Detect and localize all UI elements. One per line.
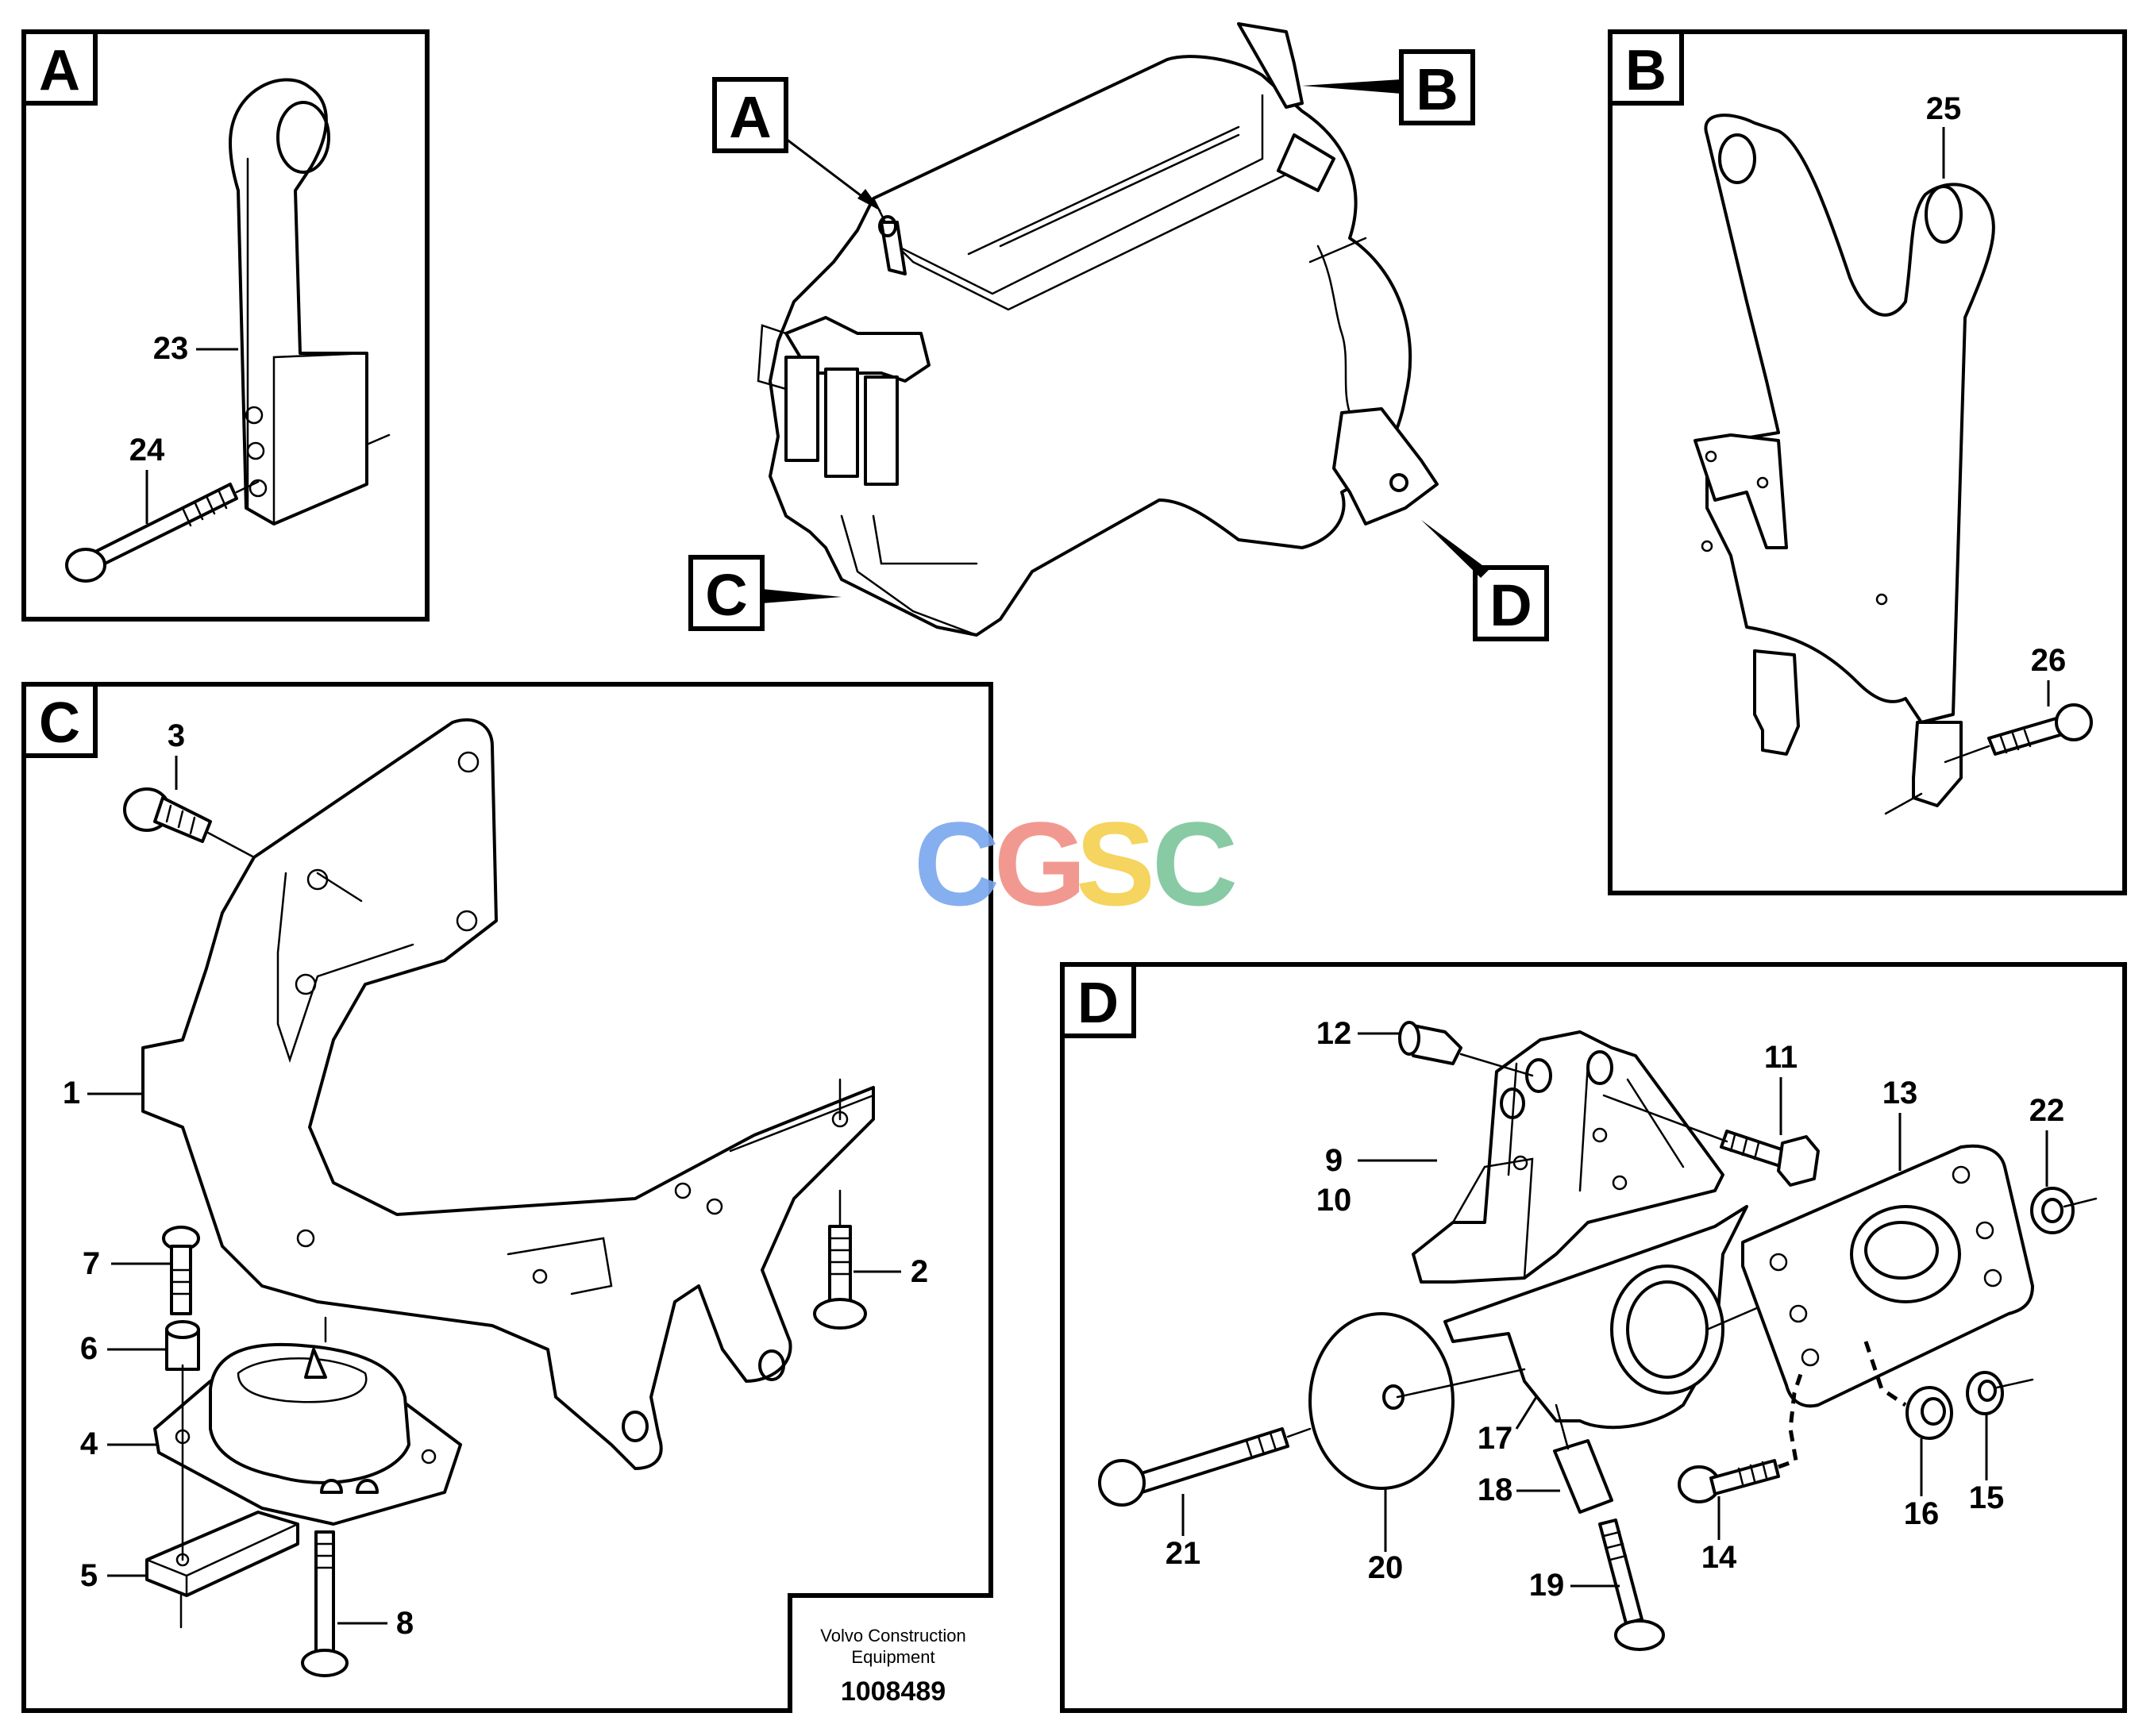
part-number-21: 21 [1166, 1536, 1201, 1571]
panel-c-frame [21, 682, 993, 1713]
rubber-mount-part-4 [153, 1316, 462, 1526]
brand-line-2: Equipment [851, 1647, 934, 1667]
panel-b-tab [1608, 29, 1684, 106]
mount-plate-part-13 [1741, 1144, 2034, 1408]
panel-a-frame [21, 29, 430, 622]
part-number-18: 18 [1478, 1472, 1513, 1507]
part-number-16: 16 [1904, 1496, 1940, 1531]
callout-b: B [1416, 56, 1458, 122]
part-number-15: 15 [1969, 1480, 2005, 1515]
callout-d-box [1473, 565, 1549, 641]
panel-b: B 25 26 [1608, 29, 2127, 895]
diagram-part-number: 1008489 [841, 1676, 946, 1707]
panel-d: D [1060, 962, 2127, 1713]
part-number-11: 11 [1764, 1040, 1798, 1075]
panel-d-tab [1060, 962, 1136, 1038]
part-number-10: 10 [1316, 1183, 1352, 1218]
panel-c-tab [21, 682, 98, 758]
part-number-24: 24 [129, 433, 165, 468]
bolt-part-14 [1678, 1459, 1780, 1503]
part-number-6: 6 [80, 1331, 98, 1366]
mount-bracket-part-9 [1412, 1030, 1724, 1284]
brand-line-1: Volvo Construction [820, 1626, 965, 1646]
spacer-part-16 [1905, 1386, 1953, 1440]
callout-a-box [712, 77, 788, 153]
bolt-part-7 [162, 1226, 200, 1315]
mount-housing-part-17 [1443, 1205, 1883, 1430]
lifting-eye-part-23 [229, 78, 391, 525]
bolt-part-3 [123, 787, 256, 859]
bolt-part-2 [813, 1189, 867, 1330]
bolt-part-21 [1098, 1427, 1312, 1507]
panel-d-frame [1060, 962, 2127, 1713]
callout-a: A [729, 84, 771, 150]
nut-part-15 [1966, 1371, 2034, 1415]
part-number-5: 5 [80, 1558, 98, 1593]
cgsc-watermark: C G S C [914, 797, 1238, 930]
part-number-8: 8 [396, 1606, 414, 1641]
panel-a-label: A [39, 39, 80, 102]
part-number-23: 23 [153, 331, 189, 366]
washer-part-20 [1308, 1312, 1526, 1490]
panel-c: C [21, 682, 993, 1713]
callout-d: D [1489, 572, 1532, 638]
bolt-part-24 [65, 480, 260, 583]
part-number-20: 20 [1368, 1550, 1404, 1585]
bolt-part-19 [1598, 1519, 1665, 1651]
bolt-part-8 [301, 1530, 349, 1677]
bolt-part-11 [1602, 1094, 1820, 1187]
engine-bracket-part-1 [141, 718, 875, 1470]
bolt-part-26 [1944, 703, 2093, 764]
panel-b-frame [1608, 29, 2127, 895]
footer: Volvo Construction Equipment 1008489 [820, 1626, 965, 1707]
panel-a-tab [21, 29, 98, 106]
engine-overview: A B C D [688, 22, 1549, 641]
panel-c-label: C [39, 691, 80, 755]
spacer-part-6 [165, 1320, 200, 1371]
part-number-2: 2 [911, 1254, 928, 1289]
callout-b-box [1399, 49, 1475, 125]
leader-17 [1515, 1396, 1538, 1430]
part-number-3: 3 [168, 718, 185, 753]
part-number-25: 25 [1926, 91, 1962, 126]
watermark-letter-2: G [994, 797, 1087, 930]
plate-part-5 [145, 1364, 299, 1629]
nut-part-22 [2030, 1187, 2098, 1234]
watermark-letter-1: C [914, 797, 1000, 930]
watermark-letter-4: C [1152, 797, 1238, 930]
panel-a: A 23 24 [21, 29, 430, 622]
part-number-13: 13 [1882, 1076, 1918, 1111]
callout-c: C [705, 562, 747, 628]
part-number-22: 22 [2029, 1093, 2065, 1128]
sleeve-part-18 [1553, 1403, 1613, 1514]
part-number-7: 7 [83, 1246, 100, 1281]
part-number-14: 14 [1701, 1540, 1737, 1575]
watermark-letter-3: S [1076, 797, 1155, 930]
part-number-4: 4 [80, 1426, 98, 1461]
part-number-12: 12 [1316, 1016, 1352, 1051]
part-number-9: 9 [1325, 1143, 1343, 1178]
part-number-17: 17 [1478, 1421, 1513, 1456]
part-number-26: 26 [2031, 643, 2067, 678]
pin-part-12 [1398, 1021, 1534, 1077]
guide-line-16 [1863, 1341, 1907, 1407]
lifting-bracket-part-25 [1694, 114, 1995, 815]
panel-b-label: B [1625, 39, 1667, 102]
part-number-19: 19 [1529, 1568, 1565, 1603]
part-number-1: 1 [63, 1076, 80, 1111]
panel-d-label: D [1077, 972, 1119, 1035]
